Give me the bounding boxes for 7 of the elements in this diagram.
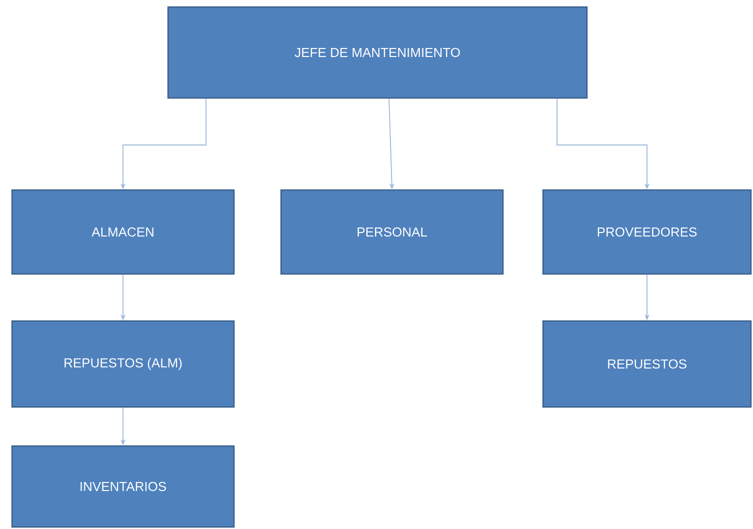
org-box: PERSONAL	[280, 189, 504, 275]
org-box: JEFE DE MANTENIMIENTO	[167, 6, 588, 99]
org-box: PROVEEDORES	[542, 189, 752, 275]
org-box: INVENTARIOS	[11, 445, 235, 528]
org-box: REPUESTOS (ALM)	[11, 320, 235, 408]
org-box: REPUESTOS	[542, 320, 752, 408]
org-box: ALMACEN	[11, 189, 235, 275]
